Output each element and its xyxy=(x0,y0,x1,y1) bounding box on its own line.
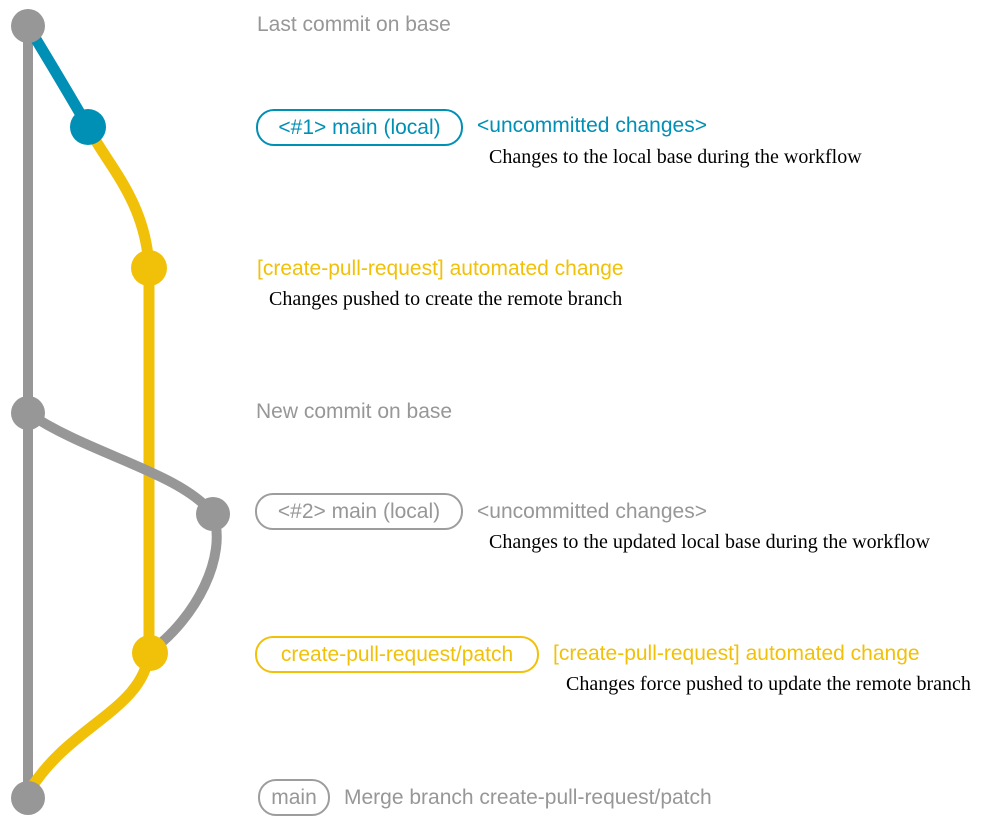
commit-message-automated-change-2: [create-pull-request] automated change xyxy=(553,642,920,665)
commit-dot-patch-1 xyxy=(131,250,167,286)
commit-dot-patch-2 xyxy=(132,635,168,671)
branch-label-main: main xyxy=(258,779,330,816)
commit-message-automated-change-1: [create-pull-request] automated change xyxy=(257,257,624,280)
annotation-force-pushed-update-branch: Changes force pushed to update the remot… xyxy=(566,673,971,695)
commit-message-new-base: New commit on base xyxy=(256,400,453,423)
annotation-updated-local-base-changes: Changes to the updated local base during… xyxy=(489,531,930,553)
commit-message-merge: Merge branch create-pull-request/patch xyxy=(344,786,712,809)
branch-label-patch: create-pull-request/patch xyxy=(255,636,539,673)
branch-label-main-local-2: <#2> main (local) xyxy=(255,493,463,530)
commit-dot-local-main-1 xyxy=(70,109,106,145)
branch-label-main-local-1: <#1> main (local) xyxy=(256,109,463,146)
commit-message-uncommitted-1: <uncommitted changes> xyxy=(477,114,707,137)
commit-dot-local-main-2 xyxy=(196,497,230,531)
commit-dot-new-base xyxy=(11,396,45,430)
commit-message-uncommitted-2: <uncommitted changes> xyxy=(477,500,707,523)
commit-dot-last-base xyxy=(11,9,45,43)
rebased-local-curve-out xyxy=(23,408,218,519)
rebased-local-curve-in xyxy=(146,509,222,656)
commit-dot-merge xyxy=(11,781,45,815)
annotation-local-base-changes: Changes to the local base during the wor… xyxy=(489,146,862,168)
commit-message-last-base: Last commit on base xyxy=(257,13,451,36)
annotation-pushed-create-branch: Changes pushed to create the remote bran… xyxy=(269,288,623,310)
